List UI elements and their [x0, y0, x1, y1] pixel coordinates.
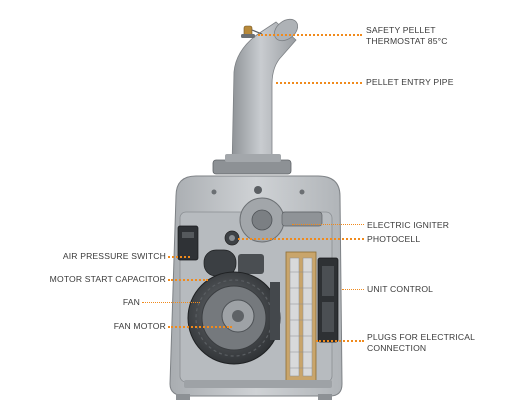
- label-fan: FAN: [122, 297, 140, 307]
- label-pellet-entry-pipe: PELLET ENTRY PIPE: [366, 77, 454, 87]
- fan-motor: [221, 282, 280, 340]
- label-plugs-electrical-connection: PLUGS FOR ELECTRICAL CONNECTION: [367, 332, 475, 353]
- label-unit-control: UNIT CONTROL: [367, 284, 434, 294]
- safety-pellet-thermostat: [241, 25, 263, 38]
- leader-motor-start-capacitor: [168, 279, 208, 281]
- leader-plugs-electrical-connection: [316, 340, 364, 342]
- leader-pellet-entry-pipe: [276, 82, 362, 84]
- label-plugs-line-2: CONNECTION: [367, 342, 427, 353]
- label-safety-pellet-thermostat-line-2: THERMOSTAT 85°C: [366, 35, 448, 46]
- label-motor-start-capacitor: MOTOR START CAPACITOR: [49, 274, 166, 284]
- motor-start-capacitor: [203, 249, 264, 277]
- electric-igniter: [239, 197, 323, 243]
- air-pressure-switch: [177, 225, 199, 261]
- leader-fan-motor: [168, 326, 232, 328]
- electrical-connection-plugs: [285, 251, 317, 383]
- leader-unit-control: [342, 289, 364, 290]
- label-electric-igniter: ELECTRIC IGNITER: [367, 220, 450, 230]
- photocell: [224, 230, 240, 246]
- bottom-rail: [184, 380, 332, 388]
- label-fan-motor: FAN MOTOR: [113, 321, 166, 331]
- leader-safety-pellet-thermostat: [258, 34, 362, 36]
- pellet-entry-pipe: [212, 18, 299, 175]
- label-air-pressure-switch: AIR PRESSURE SWITCH: [62, 251, 166, 261]
- leader-fan: [142, 302, 200, 303]
- label-safety-pellet-thermostat-line-1: SAFETY PELLET: [366, 25, 436, 35]
- leader-air-pressure-switch: [168, 256, 190, 258]
- leader-electric-igniter: [292, 224, 364, 225]
- unit-control: [317, 257, 339, 343]
- leader-photocell: [238, 238, 364, 240]
- label-plugs-line-1: PLUGS FOR ELECTRICAL: [367, 332, 476, 342]
- label-photocell: PHOTOCELL: [367, 234, 421, 244]
- label-safety-pellet-thermostat: SAFETY PELLET THERMOSTAT 85°C: [366, 25, 448, 46]
